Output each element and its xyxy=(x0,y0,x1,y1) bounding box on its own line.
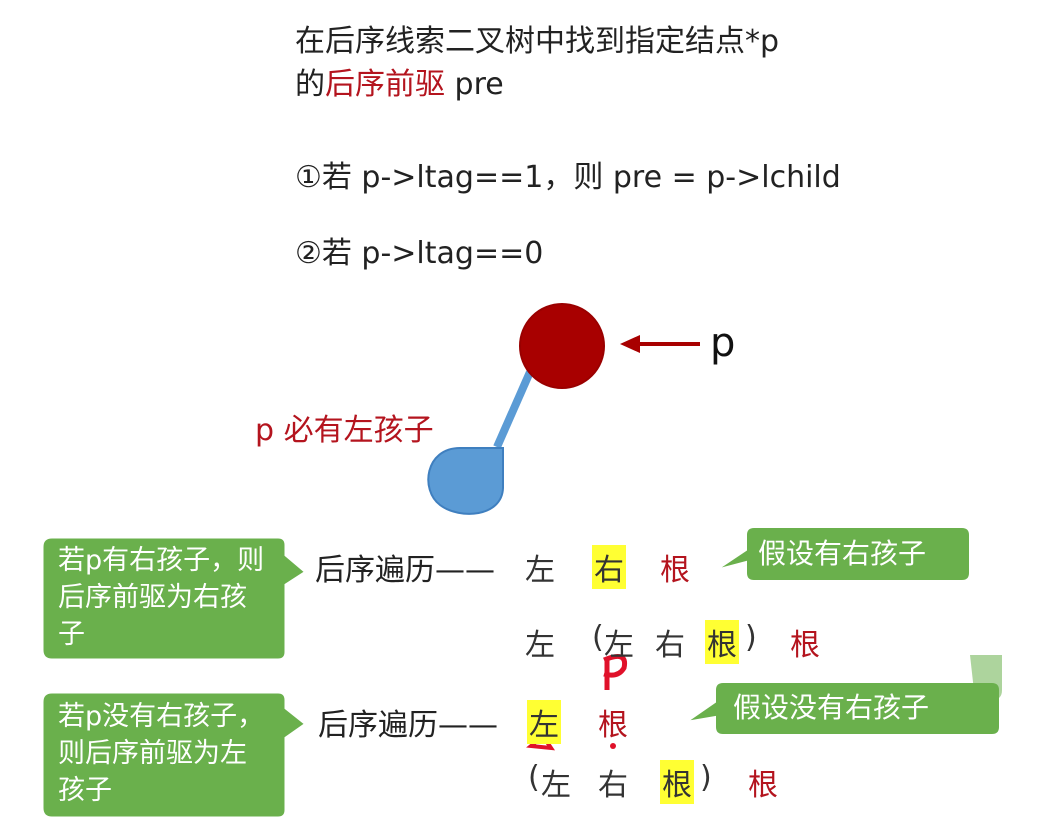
bubble-right-child-text: 若p有右孩子，则后序前驱为右孩子 xyxy=(58,545,265,650)
token-left-highlighted: 左 xyxy=(527,700,561,744)
token-root-highlighted: 根 xyxy=(660,760,694,804)
title-line-2: 的后序前驱 pre xyxy=(295,65,504,105)
token-root-highlighted: 根 xyxy=(705,620,739,664)
token-left: 左 xyxy=(541,768,571,803)
rule-ltag-1: ①若 p->ltag==1，则 pre = p->lchild xyxy=(295,160,841,195)
token-left: 左 xyxy=(604,628,634,663)
tree-edge xyxy=(493,370,534,449)
bubble-no-right-child-text: 若p没有右孩子，则后序前驱为左孩子 xyxy=(58,701,265,806)
traversal-label-no-right-case: 后序遍历—— xyxy=(318,708,498,743)
token-open-paren: ( xyxy=(528,760,540,795)
token-right-highlighted: 右 xyxy=(592,545,626,589)
token-left: 左 xyxy=(525,553,555,588)
token-right: 右 xyxy=(598,768,628,803)
hand-annotation-p: p xyxy=(615,640,616,641)
bubble-right-child-shape xyxy=(40,535,309,662)
assume-no-right-bubble-text: 假设没有右孩子 xyxy=(733,691,930,724)
pointer-label-p: p xyxy=(710,320,736,366)
pointer-arrow-head xyxy=(620,335,640,353)
title-line-1: 在后序线索二叉树中找到指定结点*p xyxy=(295,24,780,59)
root-node-p xyxy=(519,303,605,389)
assume-right-bubble-text: 假设有右孩子 xyxy=(758,537,927,570)
traversal-label-right-case: 后序遍历—— xyxy=(315,553,495,588)
left-child-node xyxy=(427,447,504,515)
bubble-no-right-child-shape xyxy=(40,690,309,820)
hand-mark-p-bowl xyxy=(603,653,628,678)
token-open-paren: ( xyxy=(592,620,604,655)
title-accent: 后序前驱 xyxy=(325,67,445,102)
assume-right-bubble-shape xyxy=(715,526,971,582)
token-root: 根 xyxy=(660,553,690,588)
token-root: 根 xyxy=(598,708,628,743)
token-root: 根 xyxy=(748,768,778,803)
left-child-note: p 必有左孩子 xyxy=(255,413,434,448)
rule-ltag-0: ②若 p->ltag==0 xyxy=(295,236,544,271)
title-suffix: pre xyxy=(445,67,504,102)
title-prefix: 的 xyxy=(295,67,325,102)
edge-artifact xyxy=(970,655,1002,700)
hand-mark-dot xyxy=(610,743,616,749)
token-right: 右 xyxy=(655,628,685,663)
token-left: 左 xyxy=(525,628,555,663)
token-root: 根 xyxy=(790,628,820,663)
token-close-paren: ) xyxy=(745,620,757,655)
token-close-paren: ) xyxy=(700,760,712,795)
